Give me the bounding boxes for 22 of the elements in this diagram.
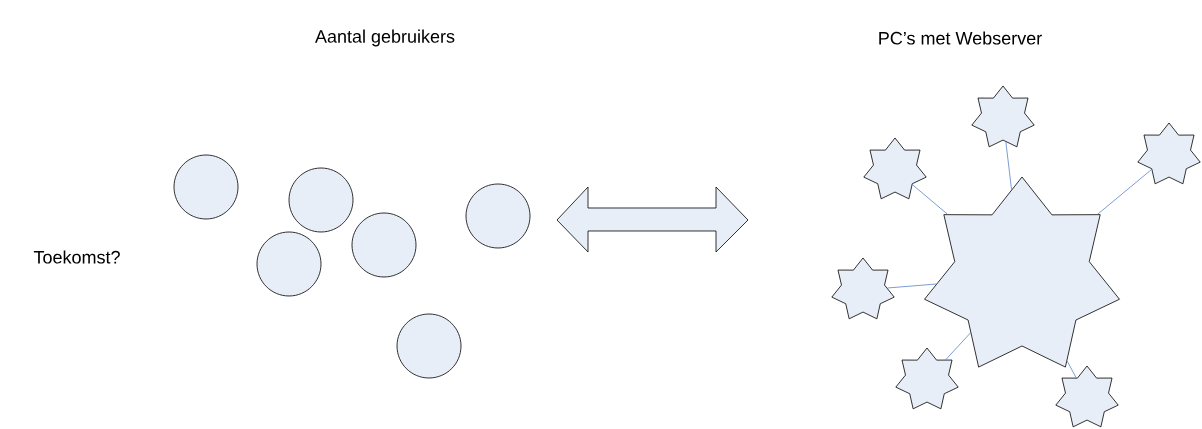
circle-shape <box>173 154 239 220</box>
connector-line <box>887 283 937 289</box>
circle-shape <box>351 212 417 278</box>
connector-line <box>912 184 948 215</box>
heading-label: Aantal gebruikers <box>315 29 455 47</box>
circle-shape <box>288 167 354 233</box>
star-shape <box>831 257 895 320</box>
heading-label: Toekomst? <box>33 250 120 264</box>
heading-label: PC’s met Webserver <box>879 31 1042 45</box>
connector-line <box>1066 360 1077 379</box>
connector-line <box>1005 141 1012 190</box>
circle-shape <box>396 313 462 379</box>
star-shape <box>971 85 1035 148</box>
star-shape <box>1137 122 1201 185</box>
star-shape <box>924 176 1120 368</box>
star-shape <box>1055 365 1119 428</box>
connector-line <box>1097 169 1152 215</box>
star-shape <box>895 347 959 410</box>
circle-shape <box>465 183 531 249</box>
circle-shape <box>256 231 322 297</box>
star-shape <box>863 137 927 200</box>
connector-line <box>945 332 971 361</box>
